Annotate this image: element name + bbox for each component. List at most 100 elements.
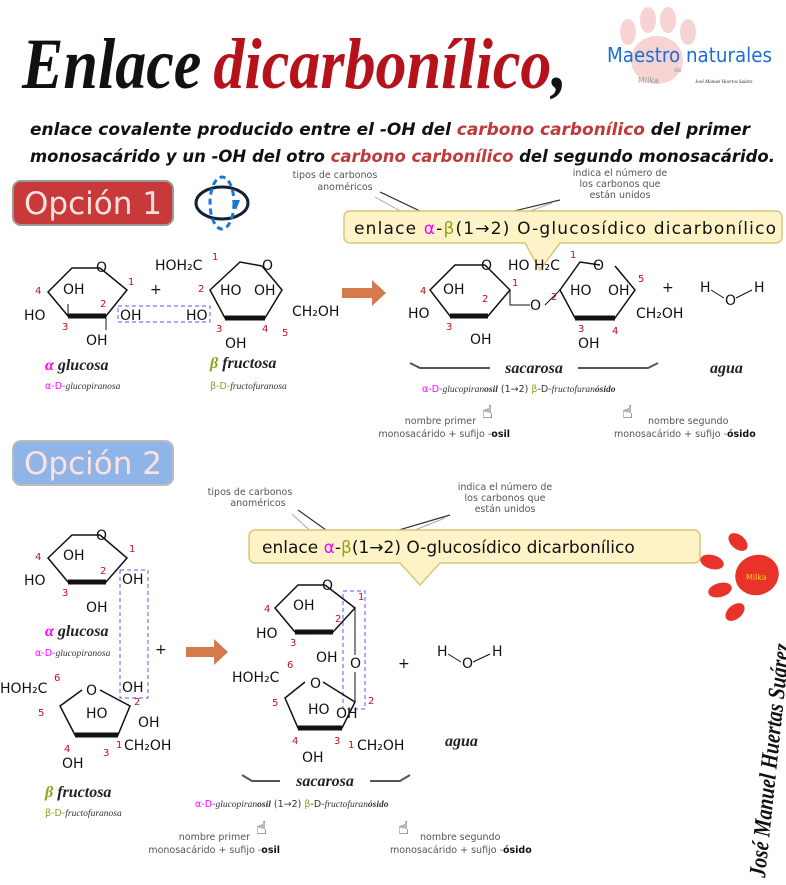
- svg-text:OH: OH: [62, 756, 84, 772]
- svg-text:OH: OH: [120, 308, 142, 324]
- svg-text:O: O: [530, 298, 541, 314]
- svg-text:O: O: [725, 293, 736, 309]
- logo: Maestro naturales de Milka José Manuel H…: [607, 7, 772, 85]
- svg-text:α-D-glucopiranosa: α-D-glucopiranosa: [45, 381, 121, 392]
- svg-text:α-D-glucopiranosil (1→2) β-D-f: α-D-glucopiranosil (1→2) β-D-fructofuran…: [422, 384, 616, 395]
- svg-text:O: O: [481, 258, 492, 274]
- svg-text:4: 4: [262, 324, 268, 335]
- svg-text:O: O: [262, 258, 273, 274]
- svg-text:4: 4: [35, 552, 41, 563]
- svg-text:3: 3: [290, 638, 296, 649]
- svg-text:1: 1: [348, 740, 354, 751]
- svg-text:H: H: [492, 644, 503, 660]
- svg-text:nombre primer: nombre primer: [405, 416, 476, 427]
- svg-text:monosacárido + sufijo -osil: monosacárido + sufijo -osil: [378, 429, 510, 440]
- svg-text:2: 2: [368, 696, 374, 707]
- svg-text:CH₂OH: CH₂OH: [124, 738, 171, 754]
- svg-text:3: 3: [103, 748, 109, 759]
- paw-icon: [620, 7, 696, 84]
- svg-text:OH: OH: [336, 706, 358, 722]
- svg-text:α-D-glucopiranosil (1→2) β-D-f: α-D-glucopiranosil (1→2) β-D-fructofuran…: [195, 799, 389, 810]
- svg-text:4: 4: [64, 744, 70, 755]
- svg-text:HO: HO: [256, 626, 278, 642]
- svg-text:OH: OH: [86, 600, 108, 616]
- logo-brand-text: Maestro naturales: [607, 43, 772, 67]
- definition-line-1: enlace covalente producido entre el -OH …: [30, 120, 751, 139]
- svg-text:O: O: [96, 260, 107, 276]
- svg-text:6: 6: [287, 660, 293, 671]
- svg-text:5: 5: [272, 698, 278, 709]
- svg-text:OH: OH: [443, 282, 465, 298]
- svg-text:OH: OH: [122, 680, 144, 696]
- svg-text:5: 5: [38, 708, 44, 719]
- svg-text:OH: OH: [225, 336, 247, 352]
- svg-text:OH: OH: [470, 332, 492, 348]
- svg-text:O: O: [310, 676, 321, 692]
- svg-text:2: 2: [198, 284, 204, 295]
- svg-text:Opción 2: Opción 2: [24, 446, 162, 482]
- svg-text:4: 4: [420, 286, 426, 297]
- svg-text:CH₂OH: CH₂OH: [636, 306, 683, 322]
- svg-text:1: 1: [128, 277, 134, 288]
- paw-icon: Milka: [700, 533, 779, 621]
- svg-text:3: 3: [446, 322, 452, 333]
- svg-text:están unidos: están unidos: [475, 504, 536, 515]
- svg-text:1: 1: [116, 740, 122, 751]
- svg-text:1: 1: [512, 278, 518, 289]
- svg-text:los carbonos que: los carbonos que: [580, 179, 661, 190]
- svg-text:1: 1: [358, 592, 364, 603]
- svg-text:6: 6: [54, 673, 60, 684]
- svg-text:+: +: [398, 656, 410, 672]
- svg-text:OH: OH: [63, 282, 85, 298]
- svg-text:OH: OH: [316, 650, 338, 666]
- pointing-hand-icon: ☝: [622, 402, 633, 423]
- svg-text:4: 4: [35, 286, 41, 297]
- svg-text:anoméricos: anoméricos: [317, 182, 372, 193]
- svg-text:O: O: [322, 578, 333, 594]
- svg-text:α-D-glucopiranosa: α-D-glucopiranosa: [35, 648, 111, 659]
- svg-text:1: 1: [129, 544, 135, 555]
- svg-text:CH₂OH: CH₂OH: [292, 304, 339, 320]
- svg-text:5: 5: [638, 274, 644, 285]
- reaction-arrow-2: [186, 639, 228, 665]
- svg-text:HO: HO: [186, 308, 208, 324]
- svg-text:O: O: [350, 656, 361, 672]
- svg-text:H: H: [754, 280, 765, 296]
- definition-line-2: monosacárido y un -OH del otro carbono c…: [30, 147, 775, 166]
- water-structure-2: H O H: [437, 644, 503, 672]
- svg-text:tipos de carbonos: tipos de carbonos: [293, 170, 378, 181]
- svg-text:OH: OH: [608, 283, 630, 299]
- labels-option-2: sacarosa α-D-glucopiranosil (1→2) β-D-fr…: [148, 773, 532, 856]
- svg-text:4: 4: [264, 604, 270, 615]
- svg-text:tipos de carbonos: tipos de carbonos: [208, 487, 293, 498]
- svg-text:Milka: Milka: [746, 573, 767, 582]
- svg-text:monosacárido + sufijo -ósido: monosacárido + sufijo -ósido: [614, 429, 756, 440]
- svg-text:2: 2: [482, 294, 488, 305]
- svg-text:sacarosa: sacarosa: [295, 773, 354, 790]
- svg-text:están unidos: están unidos: [590, 190, 651, 201]
- svg-text:anoméricos: anoméricos: [230, 498, 285, 509]
- plus-sign: +: [150, 282, 162, 298]
- svg-text:β-D-fructofuranosa: β-D-fructofuranosa: [210, 381, 287, 392]
- svg-text:O: O: [86, 683, 97, 699]
- svg-text:monosacárido + sufijo -ósido: monosacárido + sufijo -ósido: [390, 845, 532, 856]
- svg-text:OH: OH: [293, 598, 315, 614]
- svg-text:CH₂OH: CH₂OH: [357, 738, 404, 754]
- svg-text:H: H: [700, 280, 711, 296]
- svg-text:HOH₂C: HOH₂C: [232, 670, 280, 686]
- svg-text:HO H₂C: HO H₂C: [508, 258, 560, 274]
- svg-text:4: 4: [612, 326, 618, 337]
- option-2-badge: Opción 2: [12, 440, 174, 486]
- svg-text:3: 3: [578, 324, 584, 335]
- water-structure-1: H O H: [700, 280, 765, 309]
- svg-text:José Manuel Huertas Suárez: José Manuel Huertas Suárez: [695, 80, 752, 85]
